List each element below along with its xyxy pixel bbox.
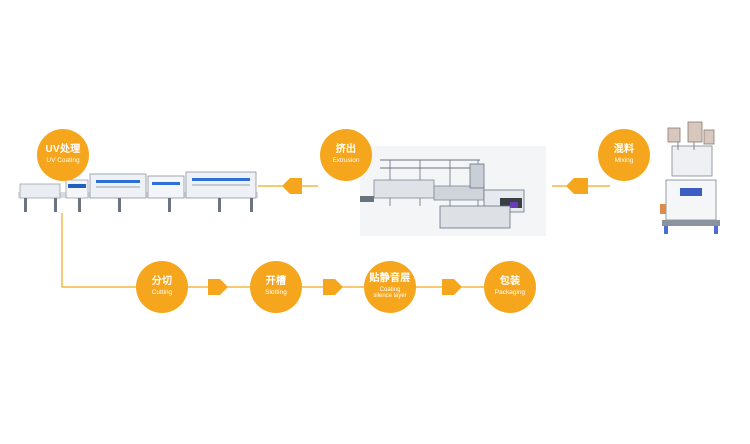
step-extrusion: 挤出 Extrusion [320, 129, 372, 181]
step-uv-coating: UV处理 UV Coating [37, 129, 89, 181]
step-mixing-en: Mixing [614, 157, 634, 165]
step-coating-zh: 贴静音层 [369, 273, 411, 285]
step-slotting-zh: 开槽 [265, 275, 287, 287]
uv-coating-machine [18, 171, 258, 212]
connector-uv-cut [61, 213, 136, 288]
step-mixing: 混料 Mixing [598, 129, 650, 181]
step-coating-silence-layer: 贴静音层 Coating silence layer [364, 261, 416, 313]
step-extrusion-zh: 挤出 [335, 143, 357, 155]
arrow-slot-coat [323, 279, 343, 295]
arrow-mix-extr [566, 178, 588, 194]
arrow-cut-slot [208, 279, 228, 295]
step-coating-en: Coating silence layer [373, 286, 407, 300]
step-mixing-zh: 混料 [613, 143, 635, 155]
arrow-extr-uv [282, 178, 302, 194]
step-cutting-en: Cutting [151, 289, 173, 297]
step-packaging: 包装 Packaging [484, 261, 536, 313]
step-uv-coating-zh: UV处理 [45, 143, 81, 155]
step-cutting: 分切 Cutting [136, 261, 188, 313]
step-uv-coating-en: UV Coating [46, 157, 80, 165]
extrusion-machine [360, 146, 546, 236]
arrow-coat-pack [442, 279, 462, 295]
step-packaging-zh: 包装 [499, 275, 521, 287]
step-slotting-en: Slotting [265, 289, 287, 297]
step-extrusion-en: Extrusion [332, 157, 360, 165]
step-cutting-zh: 分切 [151, 275, 173, 287]
step-slotting: 开槽 Slotting [250, 261, 302, 313]
mixing-machine [660, 121, 720, 234]
step-packaging-en: Packaging [494, 289, 526, 297]
